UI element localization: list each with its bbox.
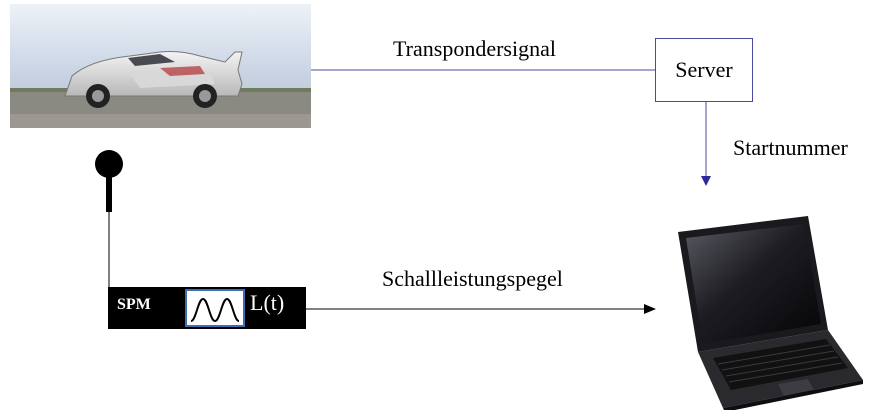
spm-to-laptop-arrowhead bbox=[644, 304, 656, 314]
waveform-display bbox=[185, 289, 245, 327]
server-box: Server bbox=[655, 38, 753, 102]
transponder-signal-label: Transpondersignal bbox=[393, 36, 556, 61]
spm-label: SPM bbox=[117, 296, 151, 313]
level-function-label: L(t) bbox=[250, 290, 285, 315]
microphone-icon bbox=[95, 150, 123, 212]
sound-power-level-label: Schallleistungspegel bbox=[382, 266, 563, 291]
race-car-photo bbox=[10, 4, 311, 128]
laptop-icon bbox=[678, 216, 863, 410]
server-to-laptop-arrowhead bbox=[701, 176, 711, 186]
start-number-label: Startnummer bbox=[733, 135, 848, 160]
waveform-icon bbox=[190, 297, 240, 323]
